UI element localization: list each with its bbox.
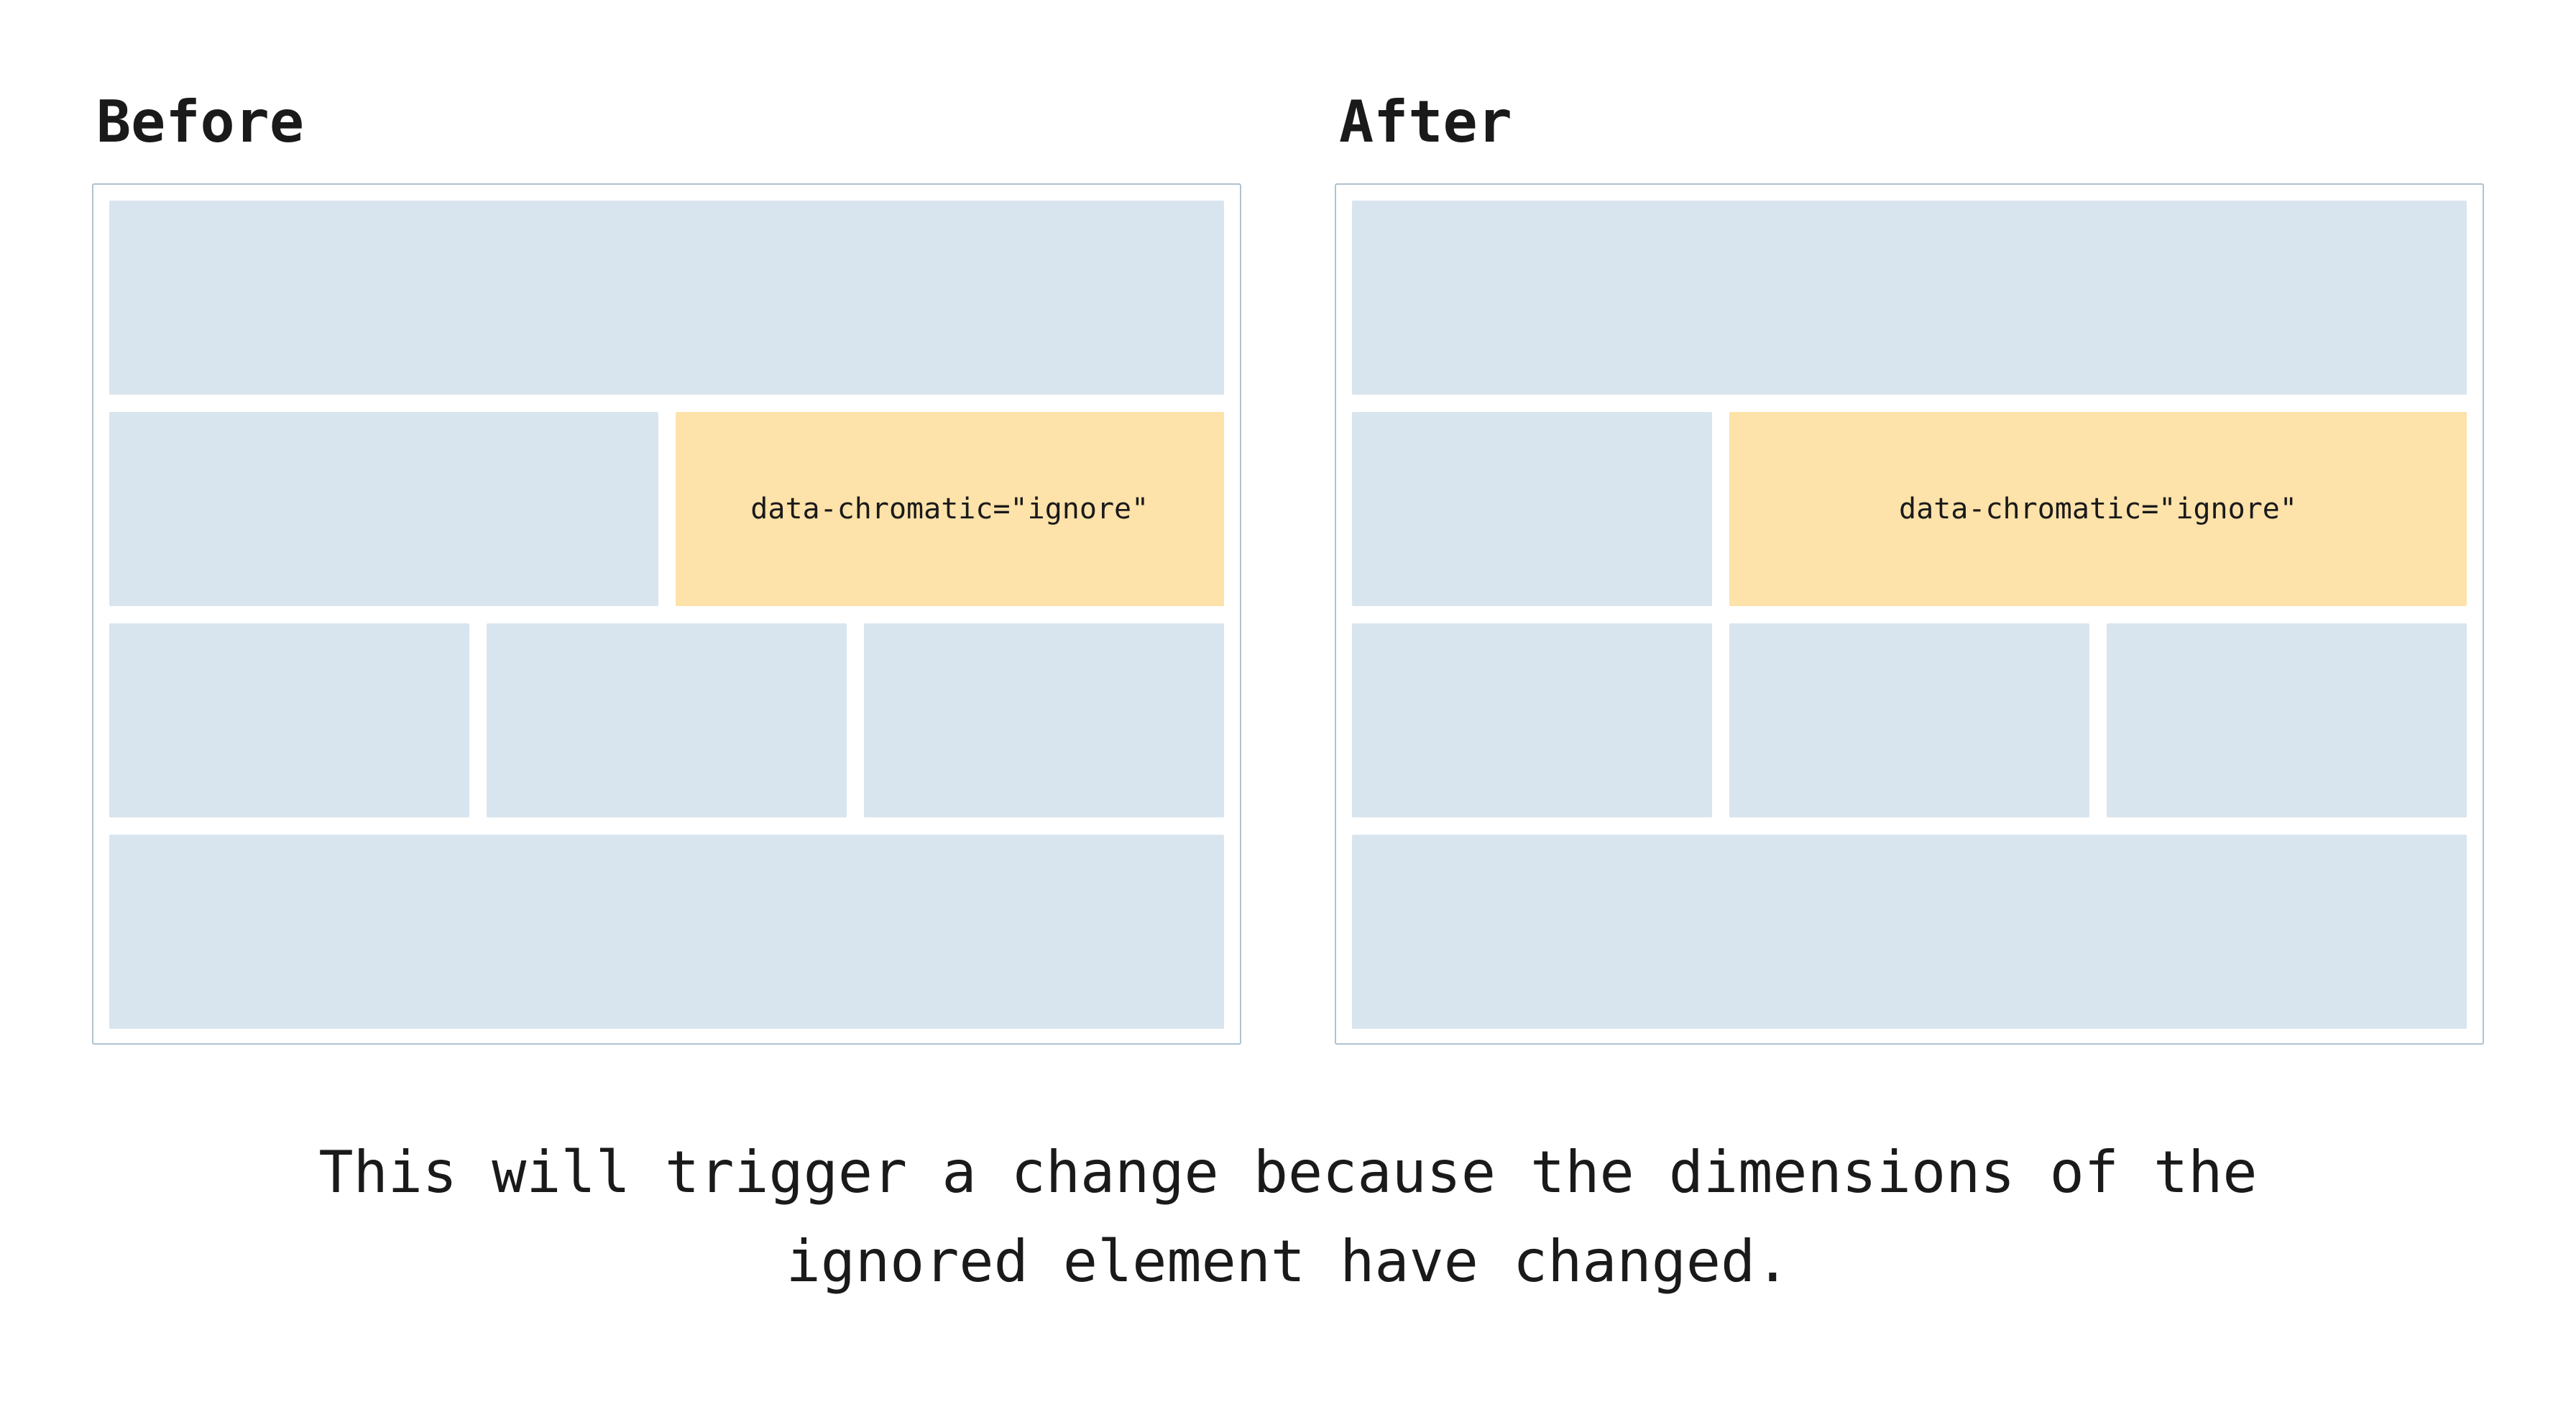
placeholder-block	[1352, 412, 1712, 606]
caption-line-1: This will trigger a change because the d…	[318, 1139, 2258, 1206]
placeholder-block	[109, 201, 1224, 395]
placeholder-block	[109, 835, 1224, 1029]
ignored-element-block: data-chromatic="ignore"	[675, 412, 1224, 606]
placeholder-block	[487, 623, 847, 817]
placeholder-block	[1352, 835, 2467, 1029]
placeholder-block	[864, 623, 1224, 817]
caption-line-2: ignored element have changed.	[786, 1228, 1790, 1295]
after-wireframe: data-chromatic="ignore"	[1352, 201, 2467, 1029]
before-after-comparison: Before data-chromatic="ignore" After dat…	[92, 0, 2484, 1045]
ignored-element-block: data-chromatic="ignore"	[1729, 412, 2467, 606]
placeholder-block	[1352, 201, 2467, 395]
before-frame: data-chromatic="ignore"	[92, 183, 1241, 1045]
before-wireframe: data-chromatic="ignore"	[109, 201, 1224, 1029]
caption: This will trigger a change because the d…	[92, 1128, 2484, 1306]
placeholder-block	[109, 412, 658, 606]
after-title: After	[1339, 88, 1512, 155]
before-title: Before	[96, 88, 304, 155]
placeholder-block	[109, 623, 469, 817]
ignore-attribute-label: data-chromatic="ignore"	[1899, 492, 2297, 526]
after-frame: data-chromatic="ignore"	[1335, 183, 2484, 1045]
ignore-attribute-label: data-chromatic="ignore"	[750, 492, 1149, 526]
before-panel: Before data-chromatic="ignore"	[92, 0, 1241, 1045]
placeholder-block	[2107, 623, 2467, 817]
after-panel: After data-chromatic="ignore"	[1335, 0, 2484, 1045]
placeholder-block	[1352, 623, 1712, 817]
placeholder-block	[1729, 623, 2089, 817]
